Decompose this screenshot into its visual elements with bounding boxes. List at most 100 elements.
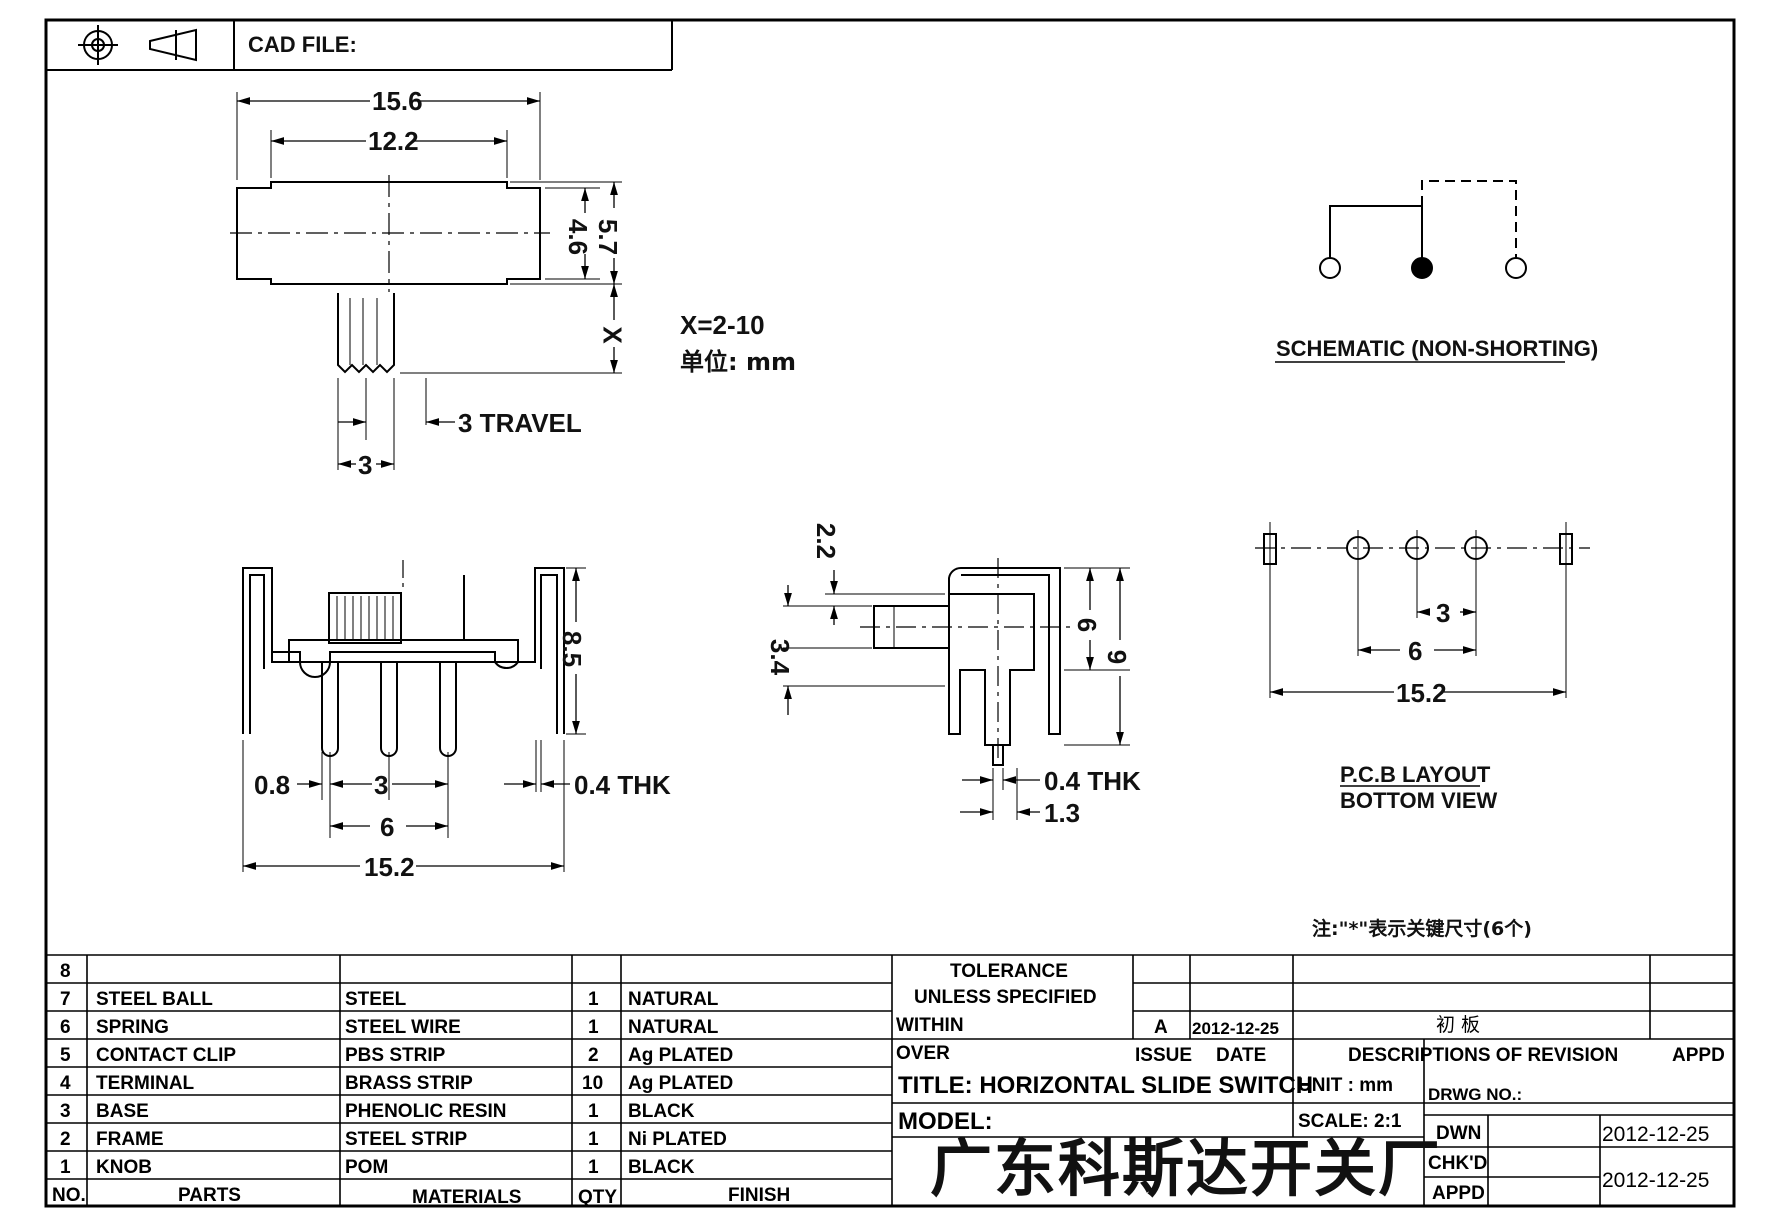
schematic-caption: SCHEMATIC (NON-SHORTING) [1276,336,1599,361]
issue-value: A [1154,1017,1168,1038]
within-label: WITHIN [896,1015,964,1036]
projection-symbol-icon [78,25,197,65]
top-dim-inner: 12.2 [368,126,419,156]
bom-row-qty: 10 [582,1073,604,1094]
bom-row-qty: 1 [588,1101,599,1122]
bom-row-part: TERMINAL [96,1073,195,1094]
bom-row-finish: BLACK [628,1101,695,1122]
bom-row-finish: Ag PLATED [628,1045,734,1066]
side-dim-body: 6 [1072,617,1103,633]
top-dim-height-outer: 5.7 [593,218,624,256]
bom-row-no: 4 [60,1073,71,1094]
bom-header-parts: PARTS [178,1185,241,1206]
pcb-caption-line2: BOTTOM VIEW [1340,788,1498,813]
bom-row-no: 3 [60,1101,71,1122]
bom-row-part: STEEL BALL [96,989,213,1010]
side-view-drawing [783,558,1130,820]
top-dim-height-inner: 4.6 [563,218,594,256]
drawn-date: 2012-12-25 [1602,1123,1710,1146]
front-dim-pin-width: 0.8 [254,770,291,800]
side-dim-thk: 0.4 THK [1044,766,1141,796]
company-name: 广东科斯达开关厂 [930,1132,1443,1205]
tolerance-sub-label: UNLESS SPECIFIED [914,987,1097,1008]
bom-row-material: STEEL STRIP [345,1129,468,1150]
bom-row-finish: Ag PLATED [628,1073,734,1094]
approved-by-label: APPD [1432,1183,1485,1204]
drawing-title: TITLE: HORIZONTAL SLIDE SWITCH [898,1072,1314,1099]
scale-label: SCALE: 2:1 [1298,1111,1402,1132]
tolerance-label: TOLERANCE [950,961,1068,982]
pcb-dim-overall: 15.2 [1396,678,1447,708]
bom-row-no: 7 [60,989,71,1010]
top-view-drawing [230,92,622,470]
date-label: DATE [1216,1045,1267,1066]
side-dim-knob-base: 3.4 [765,638,796,676]
travel-note: 3 TRAVEL [458,408,582,438]
side-dim-pin: 1.3 [1044,798,1081,828]
revision-description-label: DESCRIPTIONS OF REVISION [1348,1045,1619,1066]
bom-row-no: 2 [60,1129,71,1150]
cad-file-label: CAD FILE: [248,32,357,57]
pcb-dim-pitch: 3 [1436,598,1451,628]
drawn-by-label: DWN [1436,1123,1482,1144]
front-dim-pitch: 3 [374,770,389,800]
front-dim-thk: 0.4 THK [574,770,671,800]
checked-by-label: CHK'D [1428,1153,1488,1174]
bom-row-part: BASE [96,1101,149,1122]
bom-row-finish: BLACK [628,1157,695,1178]
bom-row-part: KNOB [96,1157,152,1178]
bom-row-no: 5 [60,1045,71,1066]
bom-row-qty: 1 [588,1017,599,1038]
x-range-note: X=2-10 [680,310,765,340]
bom-row-material: POM [345,1157,389,1178]
side-dim-total: 9 [1102,649,1133,665]
over-label: OVER [896,1043,950,1064]
front-dim-height: 8.5 [557,630,588,668]
revision-appd-label: APPD [1672,1045,1725,1066]
front-dim-overall: 15.2 [364,852,415,882]
bom-row-material: PHENOLIC RESIN [345,1101,507,1122]
bom-header-finish: FINISH [728,1185,791,1206]
bom-header-materials: MATERIALS [412,1187,522,1208]
key-dimension-note: 注:"*"表示关键尺寸(6个) [1312,918,1532,940]
pcb-layout-drawing [1255,522,1590,787]
front-dim-pitch2: 6 [380,812,395,842]
pcb-dim-pitch2: 6 [1408,636,1423,666]
side-dim-knob-height: 2.2 [811,522,842,560]
bom-row-no: 6 [60,1017,71,1038]
revision-description: 初 板 [1436,1014,1481,1036]
bom-row-finish: Ni PLATED [628,1129,727,1150]
checked-date: 2012-12-25 [1602,1169,1710,1192]
front-view-drawing [242,560,586,872]
bom-header-qty: QTY [578,1187,618,1208]
bom-row-qty: 1 [588,1129,599,1150]
bom-row-part: CONTACT CLIP [96,1045,237,1066]
bom-header-no: NO. [52,1185,86,1206]
model-label: MODEL: [898,1108,993,1135]
bom-row-material: STEEL WIRE [345,1017,461,1038]
bom-row-part: SPRING [96,1017,169,1038]
drawing-number-label: DRWG NO.: [1428,1085,1523,1104]
top-dim-knob: 3 [358,450,373,480]
issue-date: 2012-12-25 [1192,1019,1279,1038]
bom-row-qty: 2 [588,1045,599,1066]
bom-row-part: FRAME [96,1129,164,1150]
sheet-border [44,18,1736,1208]
bom-row-finish: NATURAL [628,1017,719,1038]
issue-label: ISSUE [1135,1045,1193,1066]
bom-row-no: 1 [60,1157,71,1178]
top-dim-overall: 15.6 [372,86,423,116]
bom-row-material: STEEL [345,989,407,1010]
title-block-grid [46,954,1734,1206]
top-dim-x: X [597,326,628,344]
bom-row-material: BRASS STRIP [345,1073,473,1094]
bom-row-finish: NATURAL [628,989,719,1010]
unit-note: 单位: mm [680,348,796,376]
pcb-caption-line1: P.C.B LAYOUT [1340,762,1491,787]
bom-row-qty: 1 [588,989,599,1010]
bom-row-material: PBS STRIP [345,1045,446,1066]
unit-label: UNIT : mm [1298,1075,1393,1096]
bom-row-qty: 1 [588,1157,599,1178]
schematic-diagram [1275,180,1565,363]
